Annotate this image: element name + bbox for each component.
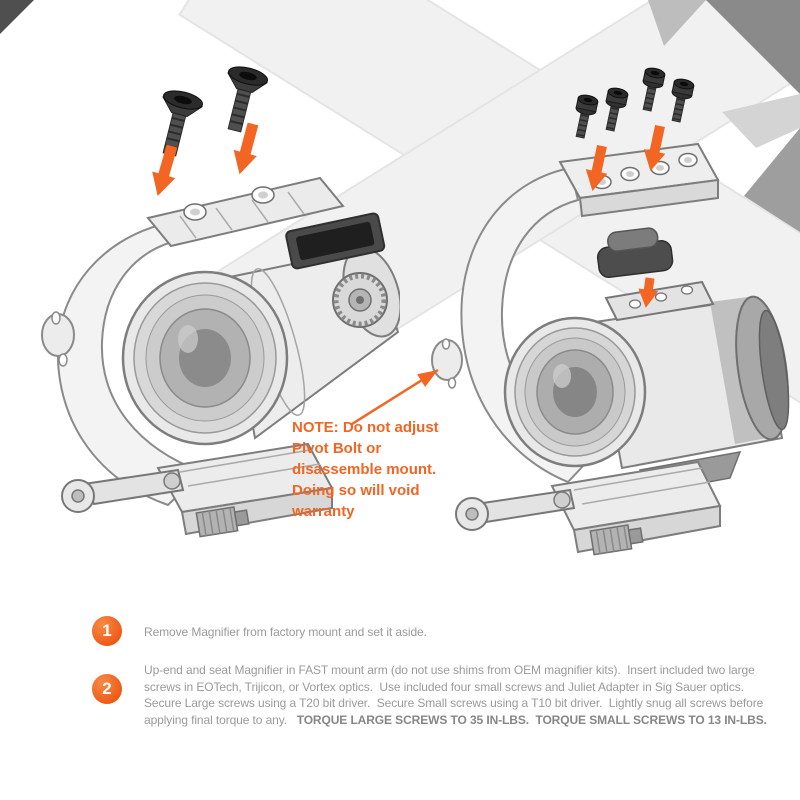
- small-screw-icon: [605, 87, 629, 132]
- top-rail-plate: [146, 176, 345, 248]
- tension-nut: [195, 506, 250, 538]
- mount-arm: [41, 223, 204, 507]
- note-line: warranty: [292, 503, 355, 520]
- step-2-text: Up-end and seat Magnifier in FAST mount …: [144, 662, 780, 728]
- small-screw-icon: [575, 94, 599, 139]
- top-bracket: [558, 142, 720, 218]
- screw-hole: [680, 285, 694, 295]
- large-screw-icon: [227, 66, 269, 133]
- windage-knob: [332, 272, 388, 328]
- step-2-torque-text: TORQUE LARGE SCREWS TO 35 IN-LBS. TORQUE…: [296, 712, 767, 727]
- down-arrow-icon: [152, 144, 178, 196]
- down-arrow-icon: [638, 277, 659, 308]
- note-line: Pivot Bolt or: [292, 440, 382, 457]
- large-screw-icon: [162, 90, 204, 157]
- step-1: 1 Remove Magnifier from factory mount an…: [92, 616, 780, 646]
- note-line: Doing so will void: [292, 482, 420, 499]
- left-diagram-canvas: [41, 66, 400, 538]
- objective-lens: [121, 270, 289, 446]
- magnifier: [121, 212, 400, 446]
- step-2: 2 Up-end and seat Magnifier in FAST moun…: [92, 662, 780, 728]
- juliet-adapter: [596, 227, 674, 278]
- right-diagram-canvas: [431, 67, 790, 556]
- display-window: [285, 212, 386, 270]
- down-arrow-icon: [233, 122, 259, 175]
- mount-arm: [431, 166, 600, 484]
- tension-nut: [589, 524, 644, 556]
- qd-lever: [61, 468, 185, 513]
- step-1-badge: 1: [92, 616, 122, 646]
- instruction-steps: 1 Remove Magnifier from factory mount an…: [92, 616, 780, 728]
- note-line: disassemble mount.: [292, 461, 437, 478]
- diagram-magnifier-in-mount: [20, 40, 400, 600]
- step-2-badge: 2: [92, 674, 122, 704]
- qd-lever: [455, 488, 576, 531]
- screw-hole: [654, 292, 668, 302]
- qd-mount-base: [61, 442, 334, 538]
- magnifier-top-rail: [604, 280, 715, 322]
- down-arrow-icon: [585, 144, 608, 191]
- diagram-exploded-mount: [410, 40, 790, 600]
- screw-hole: [628, 299, 642, 309]
- small-screw-icon: [642, 67, 666, 112]
- qd-mount-base: [455, 460, 722, 556]
- step-2-body-text: Up-end and seat Magnifier in FAST mount …: [144, 663, 767, 727]
- down-arrow-icon: [643, 124, 666, 171]
- note-line: NOTE: Do not adjust: [292, 419, 439, 436]
- objective-lens: [503, 316, 647, 468]
- corner-accent-shape: [0, 0, 34, 34]
- small-screw-icon: [671, 78, 695, 123]
- warranty-note: NOTE: Do not adjust Pivot Bolt or disass…: [292, 417, 477, 522]
- step-1-text: Remove Magnifier from factory mount and …: [144, 625, 427, 639]
- magnifier: [503, 280, 790, 493]
